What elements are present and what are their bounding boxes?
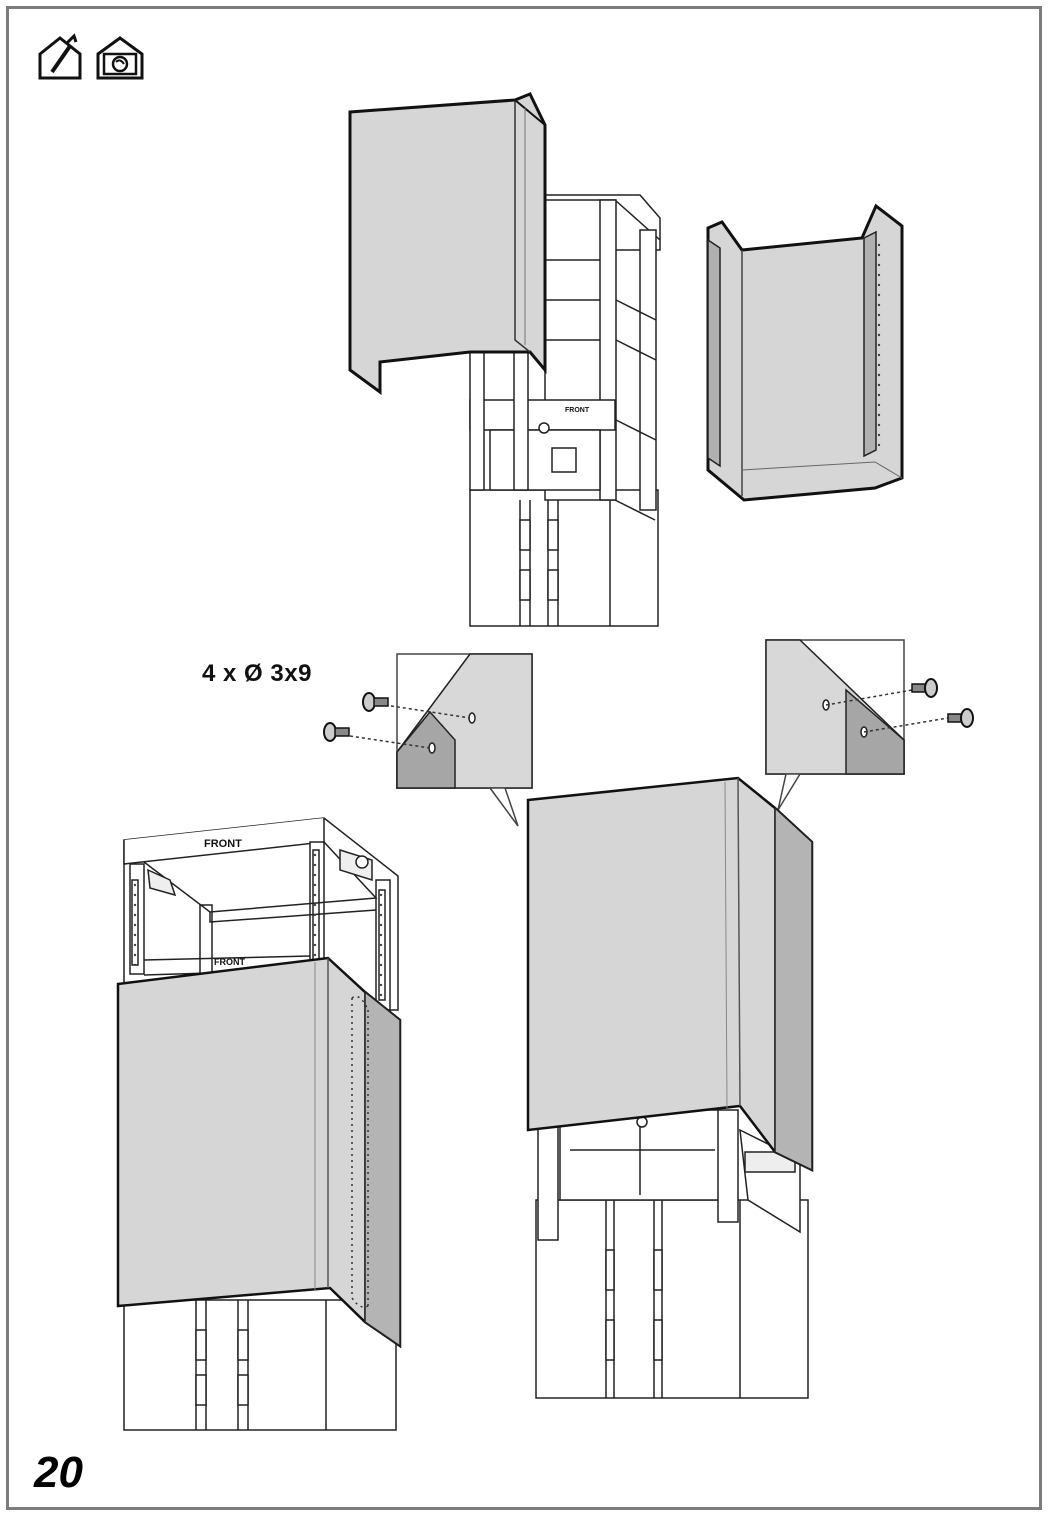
page-frame bbox=[6, 6, 1042, 1510]
upper-cover-back bbox=[348, 92, 547, 395]
screw-detail-left bbox=[323, 653, 533, 827]
bottom-right-cover bbox=[526, 776, 814, 1172]
house-hood-icon bbox=[96, 36, 144, 80]
page-number: 20 bbox=[34, 1448, 83, 1497]
house-tool-icon bbox=[38, 33, 82, 80]
top-assembly: FRONT bbox=[348, 92, 904, 627]
bottom-right-column bbox=[535, 1199, 809, 1399]
top-column bbox=[469, 489, 659, 627]
frame-label-small: FRONT bbox=[565, 407, 590, 414]
bottom-left-assembly: FRONT FRONT bbox=[116, 817, 402, 1431]
screw-icon bbox=[947, 708, 974, 728]
screw-detail-right bbox=[765, 639, 974, 811]
screw-spec-label: 4 x Ø 3x9 bbox=[202, 660, 312, 687]
frame-label-top: FRONT bbox=[204, 838, 242, 850]
bottom-right-assembly bbox=[526, 776, 814, 1399]
bottom-left-cover bbox=[116, 956, 402, 1349]
screw-icon bbox=[911, 678, 938, 698]
bottom-left-column bbox=[123, 1299, 397, 1431]
top-frame bbox=[469, 194, 661, 521]
header-icons bbox=[38, 33, 144, 80]
screw-icon bbox=[362, 692, 389, 712]
frame-label-bottom: FRONT bbox=[214, 957, 245, 967]
upper-cover-front bbox=[706, 203, 904, 502]
screw-icon bbox=[323, 722, 350, 742]
